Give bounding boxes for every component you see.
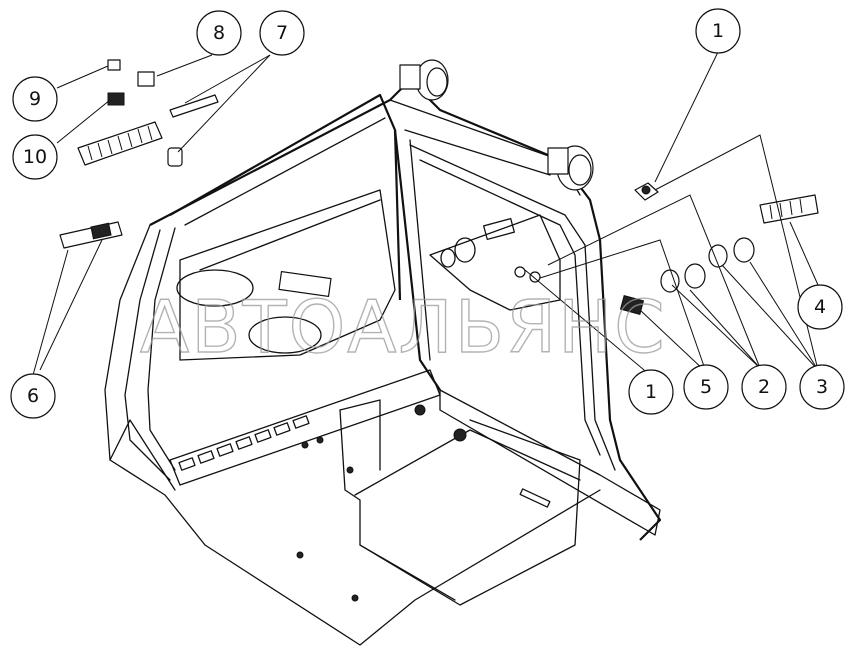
part-3 (708, 237, 755, 268)
callout-1-top: 1 (695, 8, 741, 54)
part-6-clip (90, 222, 112, 240)
roof-lamp-right (547, 145, 594, 191)
roof-lamp-left (399, 59, 449, 101)
callout-5: 5 (683, 364, 729, 410)
part-6-panel (59, 221, 123, 249)
callout-8: 8 (196, 10, 242, 56)
callout-label: 8 (213, 22, 225, 44)
callout-7: 7 (259, 10, 305, 56)
callout-10: 10 (12, 134, 58, 180)
part-7-rail (169, 94, 219, 118)
part-5 (619, 295, 645, 315)
part-1-top (634, 182, 659, 201)
part-8 (137, 71, 155, 87)
callout-3: 3 (799, 364, 845, 410)
callout-label: 5 (700, 376, 712, 398)
part-7-cylinder (167, 147, 183, 167)
callout-label: 3 (816, 376, 828, 398)
callout-4: 4 (797, 284, 843, 330)
callout-label: 10 (23, 146, 47, 168)
callout-9: 9 (12, 76, 58, 122)
part-2 (660, 263, 706, 293)
callout-label: 1 (645, 381, 657, 403)
leader-lines (32, 51, 819, 376)
callout-label: 6 (27, 385, 39, 407)
callout-label: 7 (276, 22, 288, 44)
callout-label: 9 (29, 88, 41, 110)
cab-body (104, 59, 662, 646)
callout-label: 2 (758, 376, 770, 398)
slot-row (178, 415, 310, 471)
part-4 (759, 194, 819, 224)
loose-parts (59, 59, 819, 315)
part-10 (107, 92, 125, 106)
callout-1-bottom: 1 (628, 369, 674, 415)
callout-label: 4 (814, 296, 826, 318)
callout-2: 2 (741, 364, 787, 410)
callout-label: 1 (712, 20, 724, 42)
callout-6: 6 (10, 373, 56, 419)
part-1-panel (514, 266, 526, 278)
watermark-text: АВТОАЛЬЯНС (140, 285, 667, 369)
part-9 (107, 59, 121, 71)
